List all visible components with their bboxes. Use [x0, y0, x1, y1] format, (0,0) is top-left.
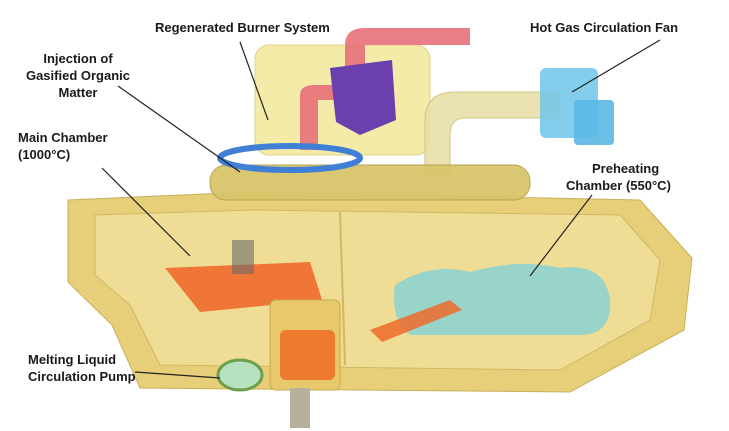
label-burner: Regenerated Burner System — [155, 20, 330, 35]
label-line: (1000°C) — [18, 147, 71, 162]
label-line: Main Chamber — [18, 130, 108, 145]
fan-motor — [574, 100, 614, 145]
label-line: Preheating — [592, 161, 660, 176]
label-line: Melting Liquid — [28, 352, 117, 367]
leader-lines — [101, 39, 661, 379]
label-line: Circulation Pump — [28, 369, 136, 384]
burner-unit — [330, 60, 396, 135]
label-preheating: Preheating Chamber (550°C) — [566, 160, 716, 194]
label-main-chamber: Main Chamber (1000°C) — [18, 129, 108, 163]
preheating-chamber-material — [394, 263, 611, 335]
label-line: Gasified Organic — [25, 68, 131, 83]
hot-gas-duct — [424, 91, 561, 176]
pump-coil — [216, 358, 264, 392]
injection-manifold — [209, 164, 531, 201]
label-line: Chamber (550°C) — [566, 178, 671, 193]
label-pump: Melting Liquid Circulation Pump — [28, 351, 136, 385]
label-line: Injection of — [43, 51, 113, 66]
label-injection: Injection of Gasified Organic Matter — [18, 50, 138, 101]
label-line: Matter — [58, 85, 98, 100]
label-fan: Hot Gas Circulation Fan — [530, 20, 679, 35]
circulation-pump — [280, 330, 335, 380]
